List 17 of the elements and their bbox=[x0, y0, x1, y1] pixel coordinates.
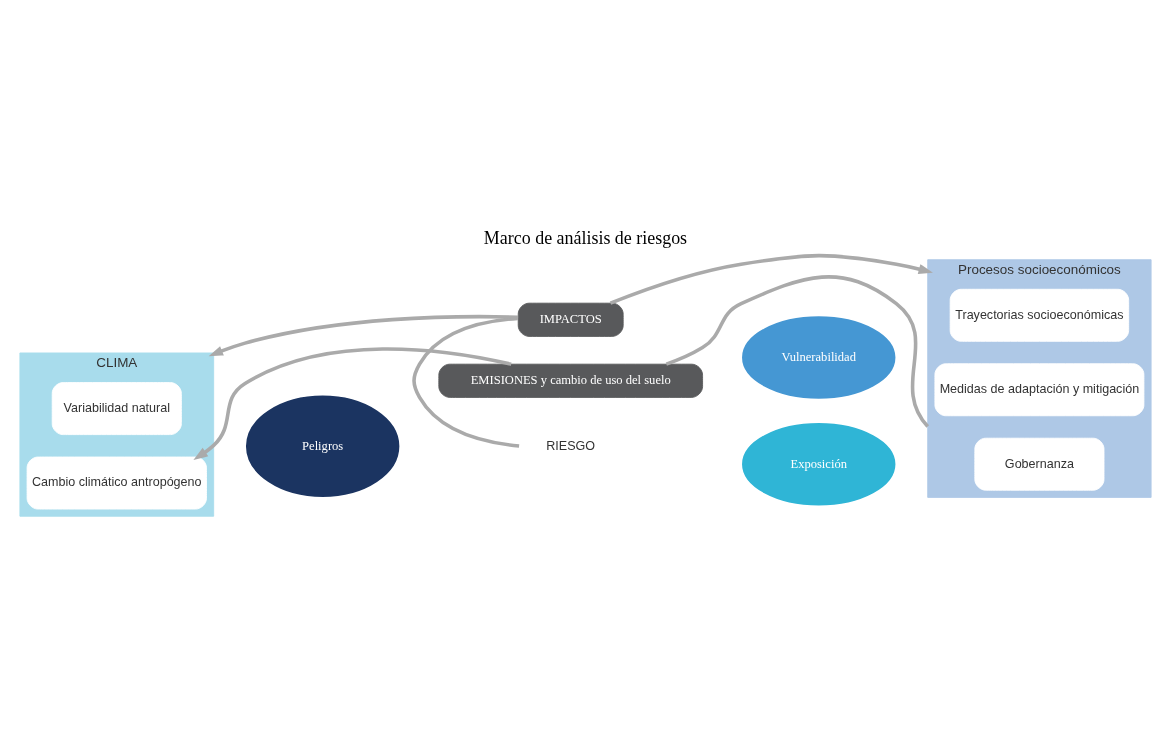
node-text: RIESGO bbox=[546, 438, 596, 453]
node-box: IMPACTOS bbox=[517, 302, 624, 337]
node-box: Variabilidad natural bbox=[51, 382, 182, 436]
node-box: EMISIONES y cambio de uso del suelo bbox=[438, 363, 704, 398]
node-box: Trayectorias socioeconómicas bbox=[949, 288, 1130, 342]
arrow bbox=[609, 253, 933, 305]
node-box: Gobernanza bbox=[974, 437, 1105, 491]
connector bbox=[665, 275, 930, 428]
node-ellipse: Peligros bbox=[244, 393, 402, 499]
node-box: Medidas de adaptación y mitigación bbox=[934, 363, 1145, 417]
arrow bbox=[193, 347, 512, 460]
connector bbox=[412, 316, 520, 448]
node-ellipse: Exposición bbox=[740, 421, 898, 508]
node-box: Cambio climático antropógeno bbox=[26, 456, 207, 510]
arrow bbox=[208, 314, 519, 357]
node-ellipse: Vulnerabilidad bbox=[740, 314, 898, 401]
diagram-title: Marco de análisis de riesgos bbox=[483, 227, 688, 248]
